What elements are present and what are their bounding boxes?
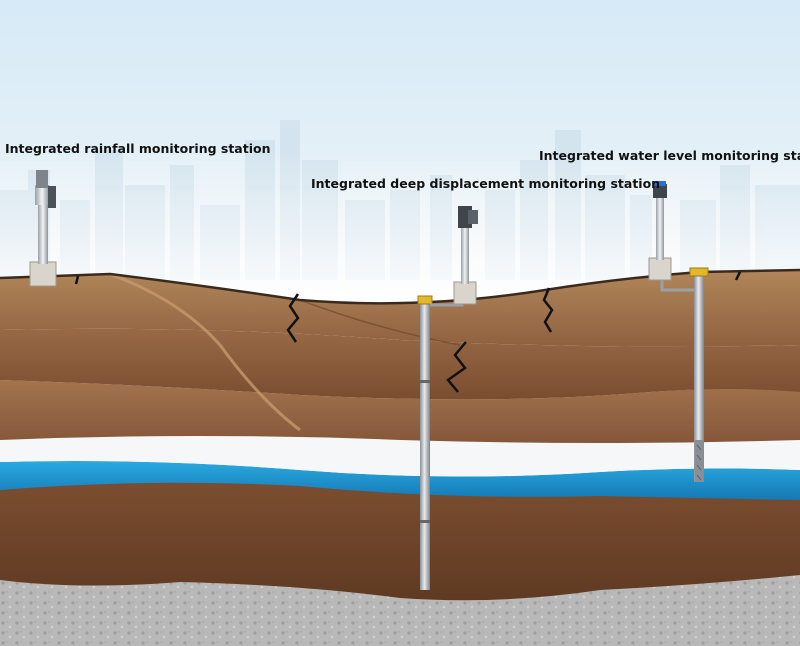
horizon-haze [0,150,800,290]
middle-soil-layer [0,380,800,443]
rainfall-station-label: Integrated rainfall monitoring station [5,141,271,156]
aquifer-layer [0,461,800,500]
ground-cracks [74,271,742,393]
deep-displacement-station-label: Integrated deep displacement monitoring … [311,176,661,191]
slip-surface [109,272,301,432]
sand-layer [0,436,800,477]
deep-soil-layer [0,474,800,601]
rainfall-monitoring-station [29,170,57,287]
topsoil-layer [0,270,800,347]
water-level-station-label: Integrated water level monitoring statio… [539,148,800,163]
water-level-monitoring-station [648,181,709,482]
deep-displacement-monitoring-station [417,206,478,590]
ground-surface [0,268,800,305]
upper-middle-soil-layer [0,328,800,400]
